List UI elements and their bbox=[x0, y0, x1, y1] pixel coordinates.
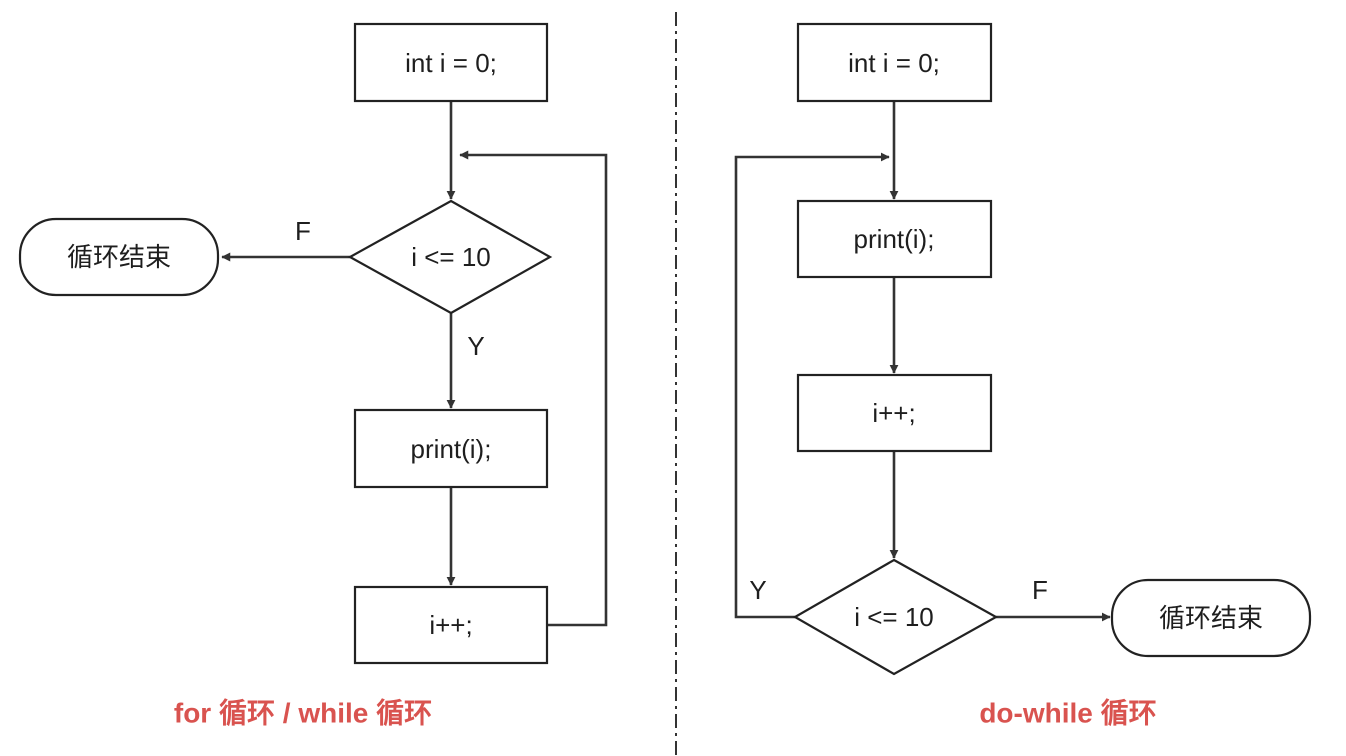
left-condition-diamond: i <= 10 bbox=[347, 199, 553, 315]
left-edge-loop-back bbox=[459, 150, 608, 627]
right-end-text: 循环结束 bbox=[1159, 603, 1263, 633]
left-caption: for 循环 / while 循环 bbox=[174, 698, 432, 729]
right-incr-box: i++; bbox=[796, 373, 993, 453]
right-cond-text: i <= 10 bbox=[854, 602, 934, 632]
left-incr-text: i++; bbox=[429, 610, 472, 640]
right-flowchart: int i = 0; print(i); i++; i <= 10 循环结束 Y… bbox=[734, 22, 1312, 729]
left-init-text: int i = 0; bbox=[405, 48, 497, 78]
left-end-text: 循环结束 bbox=[67, 242, 171, 272]
left-init-box: int i = 0; bbox=[353, 22, 549, 103]
right-body-box: print(i); bbox=[796, 199, 993, 279]
right-edge-loop-back bbox=[734, 152, 890, 619]
right-incr-text: i++; bbox=[872, 398, 915, 428]
left-body-text: print(i); bbox=[411, 434, 492, 464]
right-init-box: int i = 0; bbox=[796, 22, 993, 103]
right-caption: do-while 循环 bbox=[979, 698, 1156, 729]
right-body-text: print(i); bbox=[854, 224, 935, 254]
left-flowchart: int i = 0; i <= 10 循环结束 print(i); i++; F… bbox=[18, 22, 608, 729]
left-cond-text: i <= 10 bbox=[411, 242, 491, 272]
left-end-terminal: 循环结束 bbox=[18, 217, 220, 297]
right-end-terminal: 循环结束 bbox=[1110, 578, 1312, 658]
left-body-box: print(i); bbox=[353, 408, 549, 489]
right-condition-diamond: i <= 10 bbox=[792, 558, 999, 676]
right-init-text: int i = 0; bbox=[848, 48, 940, 78]
right-label-true: Y bbox=[749, 575, 766, 605]
left-incr-box: i++; bbox=[353, 585, 549, 665]
left-label-false: F bbox=[295, 216, 311, 246]
right-label-false: F bbox=[1032, 575, 1048, 605]
left-label-true: Y bbox=[467, 331, 484, 361]
